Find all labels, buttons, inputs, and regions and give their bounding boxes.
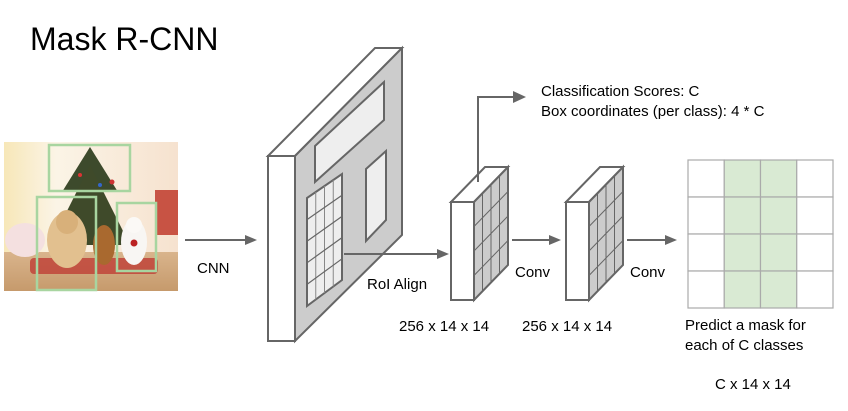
mask-cell-foreground	[723, 196, 762, 235]
conv-arrow-1	[512, 235, 561, 245]
roi-grid-row-line	[306, 215, 343, 242]
mask-cell-foreground	[723, 270, 762, 309]
region-proposal-right	[365, 148, 387, 244]
mask-description-line1: Predict a mask for	[685, 317, 806, 334]
box-grid-row-line	[588, 240, 624, 276]
roi-grid-row-line	[306, 237, 343, 264]
mask-cell-background	[796, 196, 834, 235]
mask-cell-background	[687, 233, 725, 272]
roi-grid-row-line	[306, 258, 343, 285]
mask-cell-background	[687, 159, 725, 198]
roi-output-dimension: 256 x 14 x 14	[399, 318, 489, 335]
classification-scores-label: Classification Scores: C	[541, 83, 700, 100]
box-front-face	[565, 201, 590, 301]
conv-feature-box	[563, 164, 626, 303]
mask-cell-foreground	[723, 233, 762, 272]
region-proposal-top	[314, 79, 385, 185]
mask-cell-foreground	[723, 159, 762, 198]
roi-align-arrow	[344, 249, 449, 259]
feature-map	[265, 45, 405, 344]
box-grid-row-line	[588, 215, 624, 252]
mask-cell-background	[796, 270, 834, 309]
mask-cell-background	[796, 233, 834, 272]
box-front-face	[450, 201, 475, 301]
photo-brown-dog	[93, 225, 115, 265]
mask-cell-background	[687, 270, 725, 309]
mask-cell-foreground	[759, 233, 798, 272]
mask-output-dimension: C x 14 x 14	[715, 376, 791, 393]
box-grid-row-line	[473, 240, 509, 276]
mask-cell-foreground	[759, 159, 798, 198]
detection-box-tree	[47, 143, 132, 193]
mask-cell-background	[796, 159, 834, 198]
mask-description-line2: each of C classes	[685, 337, 803, 354]
diagram-title: Mask R-CNN	[30, 21, 218, 57]
conv-label-1: Conv	[515, 264, 551, 281]
conv-label-2: Conv	[630, 264, 666, 281]
mask-cell-foreground	[759, 196, 798, 235]
cnn-label: CNN	[197, 260, 230, 277]
cnn-arrow	[185, 235, 257, 245]
roi-grid	[306, 172, 343, 308]
mask-cell-foreground	[759, 270, 798, 309]
roi-feature-box	[448, 164, 511, 303]
roi-align-label: RoI Align	[367, 276, 427, 293]
detection-box-dog	[35, 195, 98, 292]
conv-arrow-2	[627, 235, 677, 245]
photo-pillow	[5, 223, 45, 257]
mask-cell-background	[687, 196, 725, 235]
mask-grid	[687, 159, 834, 309]
conv-output-dimension: 256 x 14 x 14	[522, 318, 612, 335]
box-grid-row-line	[473, 215, 509, 252]
feature-map-front-face	[267, 155, 296, 342]
box-grid-row-line	[588, 191, 624, 227]
branch-arrow	[477, 91, 526, 182]
input-image	[4, 142, 178, 291]
detection-box-cat	[115, 201, 158, 273]
roi-grid-row-line	[306, 194, 343, 221]
box-grid-row-line	[473, 191, 509, 227]
photo-red-chair	[155, 190, 178, 235]
box-coordinates-label: Box coordinates (per class): 4 * C	[541, 103, 765, 120]
